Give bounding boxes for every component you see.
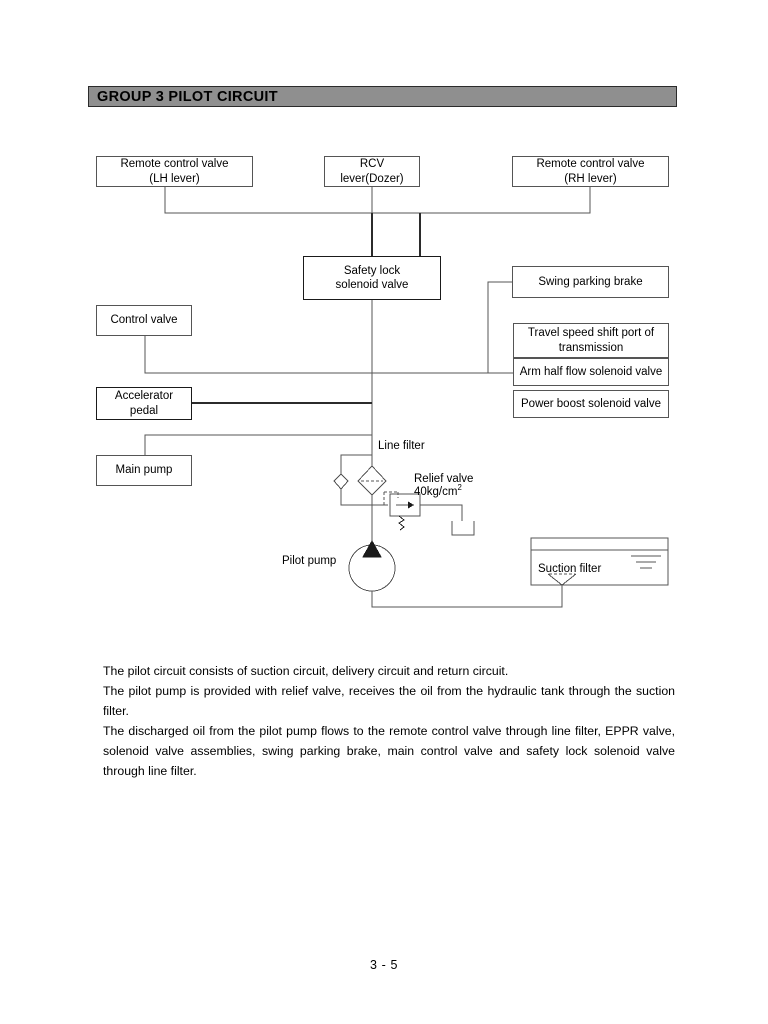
- box-power-boost-solenoid-valve: Power boost solenoid valve: [513, 390, 669, 418]
- tank-symbol: [451, 521, 475, 536]
- label-relief-valve: Relief valve: [414, 473, 474, 485]
- box-travel-speed-shift-port: Travel speed shift port of transmission: [513, 323, 669, 358]
- label-line-filter: Line filter: [378, 440, 425, 452]
- control-valve-label: Control valve: [110, 314, 178, 327]
- page-number: 3 - 5: [369, 958, 398, 972]
- line-main-pump-to-trunk: [144, 434, 372, 455]
- box-remote-control-valve-lh: Remote control valve (LH lever): [96, 156, 253, 187]
- description-text: The pilot circuit consists of suction ci…: [103, 662, 675, 781]
- main-pump-label: Main pump: [115, 464, 173, 477]
- arm-half-flow-label: Arm half flow solenoid valve: [519, 365, 663, 378]
- pilot-pump-triangle: [362, 539, 382, 558]
- relief-setting-exponent: 2: [457, 483, 462, 493]
- safety-lock-line1: Safety lock: [343, 264, 401, 277]
- box-main-pump: Main pump: [96, 455, 192, 486]
- rcv-rh-line2: (RH lever): [564, 172, 617, 185]
- travel-speed-line2: transmission: [558, 341, 624, 354]
- box-remote-control-valve-rh: Remote control valve (RH lever): [512, 156, 669, 187]
- page-title: GROUP 3 PILOT CIRCUIT: [97, 88, 278, 105]
- description-paragraph-3: The discharged oil from the pilot pump f…: [103, 723, 675, 778]
- bypass-check-valve-symbol: [333, 473, 349, 490]
- label-relief-valve-setting: 40kg/cm2: [414, 483, 462, 499]
- section-header-bar: GROUP 3 PILOT CIRCUIT: [88, 86, 677, 107]
- line-rcv-rh-to-safety-lock: [372, 187, 591, 214]
- box-control-valve: Control valve: [96, 305, 192, 336]
- box-safety-lock-solenoid-valve: Safety lock solenoid valve: [303, 256, 441, 300]
- box-swing-parking-brake: Swing parking brake: [512, 266, 669, 298]
- line-rcv-lh-to-safety-lock: [164, 187, 372, 214]
- strainer-symbol: [547, 573, 577, 586]
- rcv-rh-line1: Remote control valve: [536, 158, 645, 171]
- box-arm-half-flow-solenoid-valve: Arm half flow solenoid valve: [513, 358, 669, 386]
- line-control-valve-to-arm-half-flow: [144, 336, 513, 374]
- box-rcv-lever-dozer: RCV lever(Dozer): [324, 156, 420, 187]
- accelerator-line1: Accelerator: [114, 390, 174, 403]
- swing-parking-label: Swing parking brake: [538, 275, 643, 288]
- label-suction-filter: Suction filter: [538, 563, 602, 575]
- line-filter-bypass-upper: [340, 454, 372, 474]
- description-paragraph-1: The pilot circuit consists of suction ci…: [103, 664, 509, 678]
- description-paragraph-2: The pilot pump is provided with relief v…: [103, 683, 675, 718]
- label-pilot-pump: Pilot pump: [282, 555, 337, 567]
- relief-valve-spring: [398, 515, 405, 531]
- safety-lock-line2: solenoid valve: [335, 279, 409, 291]
- line-pump-to-suction-filter: [371, 585, 563, 608]
- line-relief-valve-to-tank: [420, 504, 463, 521]
- relief-setting-value: 40kg/cm: [414, 486, 458, 498]
- box-accelerator-pedal: Accelerator pedal: [96, 387, 192, 420]
- travel-speed-line1: Travel speed shift port of: [527, 327, 655, 340]
- rcv-dozer-line1: RCV: [359, 158, 385, 171]
- accelerator-line2: pedal: [129, 404, 159, 417]
- relief-valve-arrow: [408, 501, 414, 509]
- rcv-lh-line1: Remote control valve: [120, 158, 229, 171]
- line-filter-symbol: [357, 465, 387, 496]
- rcv-lh-line2: (LH lever): [149, 172, 200, 185]
- rcv-dozer-line2: lever(Dozer): [340, 172, 404, 185]
- power-boost-label: Power boost solenoid valve: [521, 397, 661, 410]
- line-filter-bypass-lower: [340, 489, 372, 506]
- relief-valve-body: [389, 493, 421, 517]
